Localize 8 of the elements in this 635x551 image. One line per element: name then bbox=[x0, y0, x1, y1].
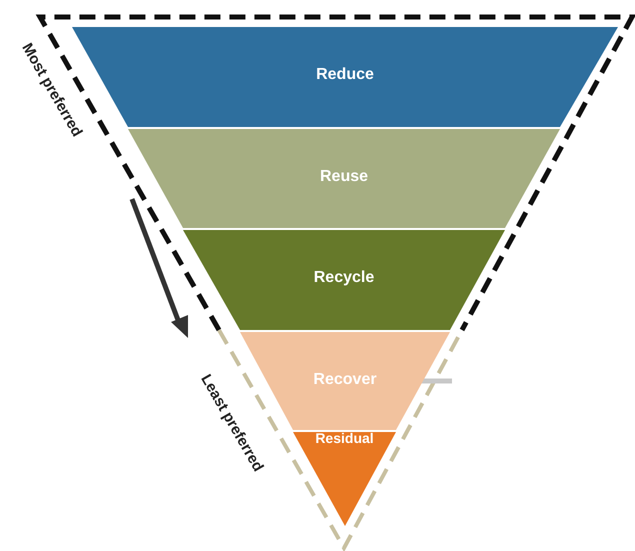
band-label: Residual bbox=[315, 431, 374, 445]
funnel-band bbox=[293, 432, 396, 526]
band-label: Recycle bbox=[314, 270, 374, 286]
funnel-band bbox=[183, 230, 505, 330]
funnel-band bbox=[128, 129, 560, 228]
band-label: Recover bbox=[313, 372, 377, 388]
band-label: Reuse bbox=[320, 169, 368, 185]
band-label: Reduce bbox=[316, 67, 374, 83]
